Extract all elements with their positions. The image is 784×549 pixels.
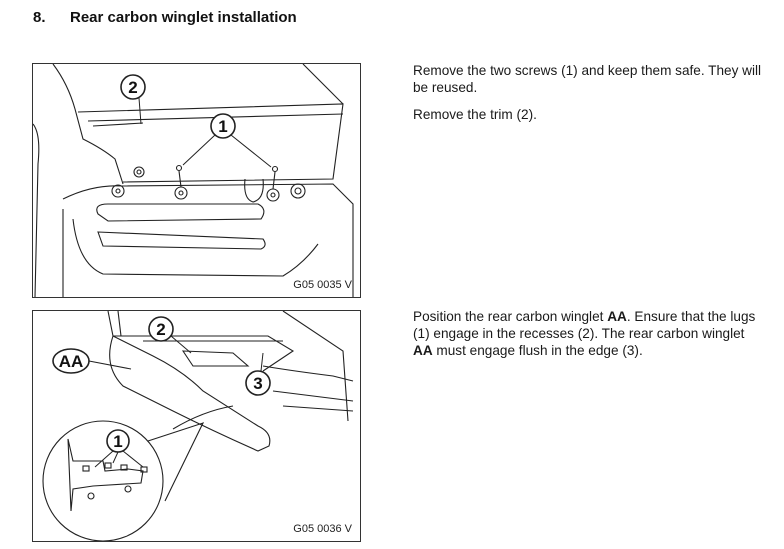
callout-1: 1 (94, 429, 144, 468)
callout-2: 2 (148, 316, 192, 354)
callout-2: 2 (120, 74, 146, 125)
figure-code: G05 0035 V (293, 279, 352, 291)
trim-illustration: 1 2 (33, 64, 354, 297)
instruction-text: Remove the trim (2). (413, 107, 537, 122)
callout-3: 3 (245, 352, 271, 396)
figure-position-winglet: AA 1 2 3 G05 0036 V (32, 310, 361, 542)
svg-text:2: 2 (156, 320, 165, 339)
callout-1: 1 (182, 113, 272, 168)
text-run: . Ensure that the lugs (1) engage in the… (413, 309, 756, 341)
instruction-text: Position the rear carbon winglet AA. Ens… (413, 308, 763, 359)
text-run: Position the rear carbon winglet (413, 309, 608, 324)
svg-text:2: 2 (128, 78, 137, 97)
section-number: 8. (33, 9, 46, 26)
text-run: must engage flush in the edge (3). (432, 343, 643, 358)
svg-text:AA: AA (59, 352, 84, 371)
svg-text:3: 3 (253, 374, 262, 393)
callout-AA: AA (52, 348, 132, 374)
svg-text:1: 1 (218, 117, 227, 136)
figure-code: G05 0036 V (293, 523, 352, 535)
svg-text:1: 1 (113, 432, 122, 451)
step-instructions-1: Remove the two screws (1) and keep them … (413, 62, 763, 133)
part-label: AA (607, 309, 627, 324)
figure-remove-trim: 1 2 G05 0035 V (32, 63, 361, 298)
winglet-illustration: AA 1 2 3 (42, 311, 354, 541)
part-label: AA (413, 343, 433, 358)
section-title: Rear carbon winglet installation (70, 9, 297, 26)
step-instructions-2: Position the rear carbon winglet AA. Ens… (413, 308, 763, 369)
instruction-text: Remove the two screws (1) and keep them … (413, 63, 762, 95)
